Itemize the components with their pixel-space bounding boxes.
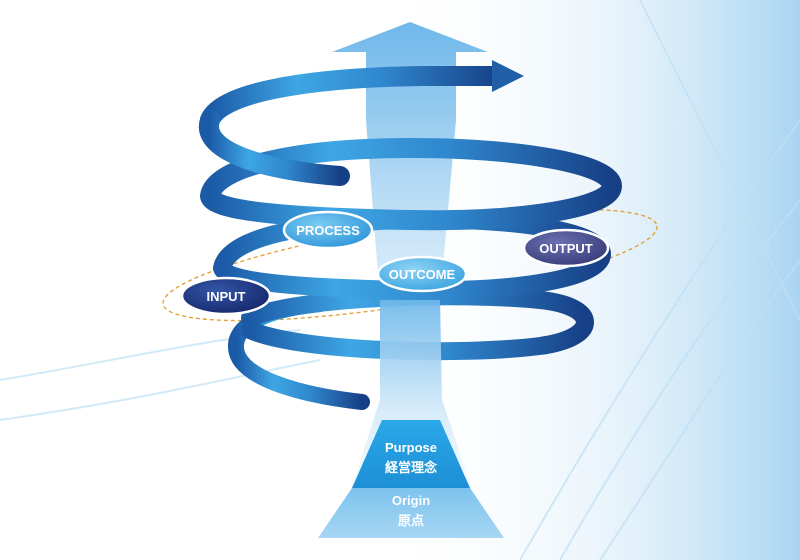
badge-output: OUTPUT <box>522 228 610 268</box>
output-label: OUTPUT <box>539 241 593 256</box>
purpose-block <box>352 420 470 488</box>
origin-label-en: Origin <box>392 493 430 508</box>
spiral-ring-4-lower <box>199 110 350 186</box>
spiral-arrowhead <box>492 60 524 92</box>
input-label: INPUT <box>207 289 246 304</box>
purpose-label-en: Purpose <box>385 440 437 455</box>
spiral-ring-4 <box>200 65 510 130</box>
sun-glow <box>252 0 588 45</box>
origin-label-ja: 原点 <box>398 513 424 528</box>
origin-block <box>318 488 504 538</box>
orbit-ring <box>162 208 658 322</box>
badge-process: PROCESS <box>282 210 374 250</box>
badge-outcome: OUTCOME <box>376 255 468 293</box>
outcome-label: OUTCOME <box>389 267 456 282</box>
badge-input: INPUT <box>180 276 272 316</box>
base-block: Purpose 経営理念 Origin 原点 <box>318 420 504 538</box>
process-label: PROCESS <box>296 223 360 238</box>
spiral-ring-1 <box>241 287 594 361</box>
purpose-label-ja: 経営理念 <box>385 460 437 475</box>
